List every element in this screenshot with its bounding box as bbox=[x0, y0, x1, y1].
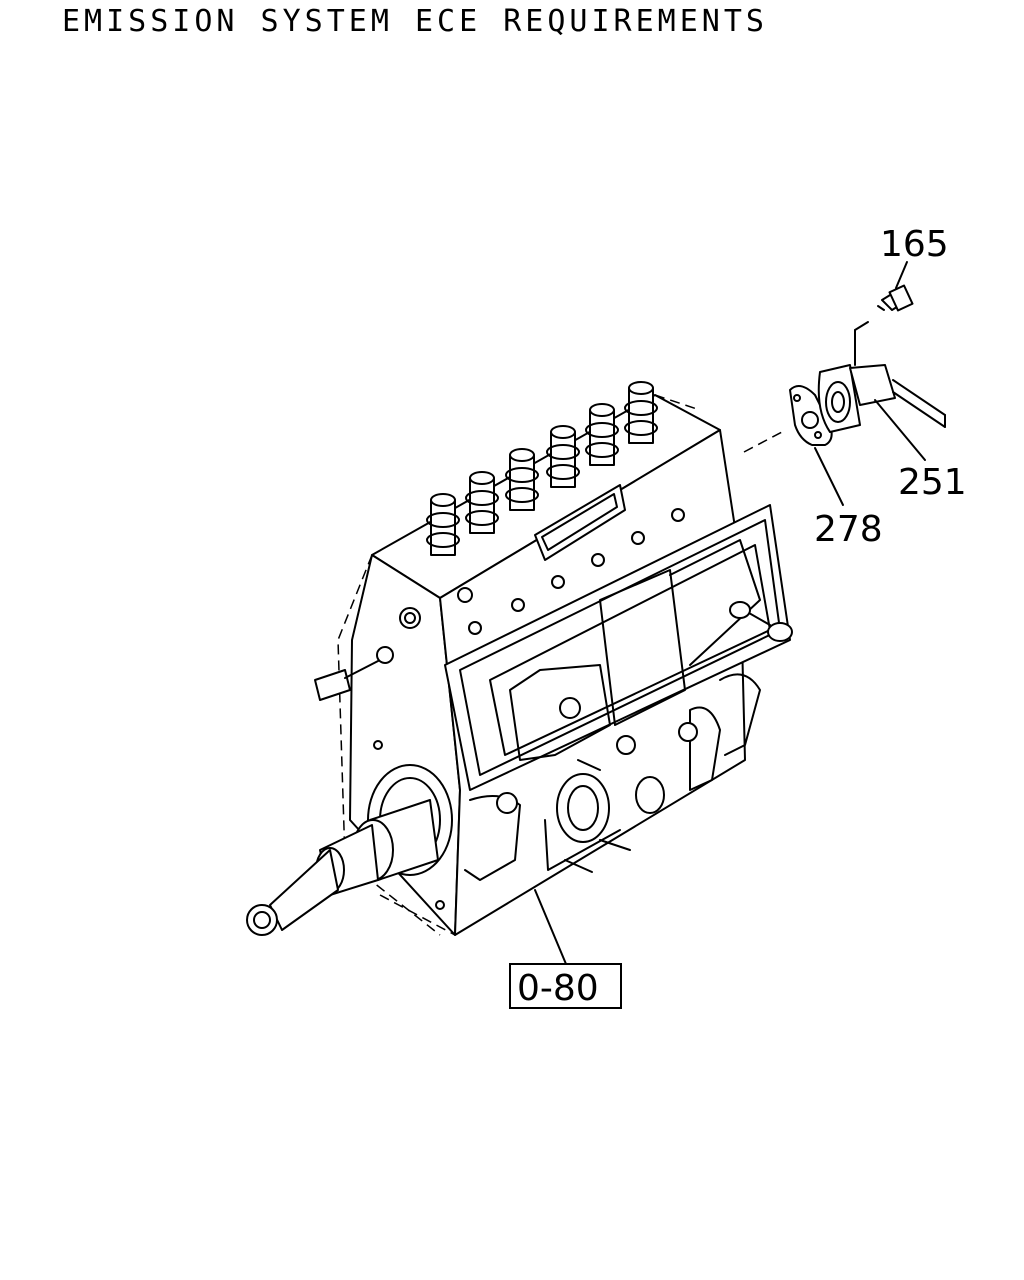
callout-box-0-80 bbox=[509, 963, 622, 1009]
callout-165: 165 bbox=[880, 224, 949, 265]
gasket-278-illustration bbox=[789, 385, 833, 446]
alignment-line bbox=[743, 431, 783, 453]
camshaft-illustration bbox=[246, 799, 439, 936]
callout-251: 251 bbox=[898, 462, 967, 503]
callout-leader-278 bbox=[814, 447, 844, 506]
callout-leader-0-80 bbox=[534, 889, 567, 965]
callout-0-80: 0-80 bbox=[517, 968, 599, 1009]
page-title: EMISSION SYSTEM ECE REQUIREMENTS bbox=[62, 4, 768, 39]
callout-leader-165 bbox=[895, 261, 908, 289]
injection-pump-illustration bbox=[246, 381, 793, 936]
callout-leader-251 bbox=[874, 399, 926, 461]
sensor-251-illustration bbox=[817, 321, 946, 433]
delivery-valve-holders bbox=[426, 381, 658, 556]
callout-278: 278 bbox=[814, 509, 883, 550]
bolt-165-illustration bbox=[877, 284, 914, 312]
